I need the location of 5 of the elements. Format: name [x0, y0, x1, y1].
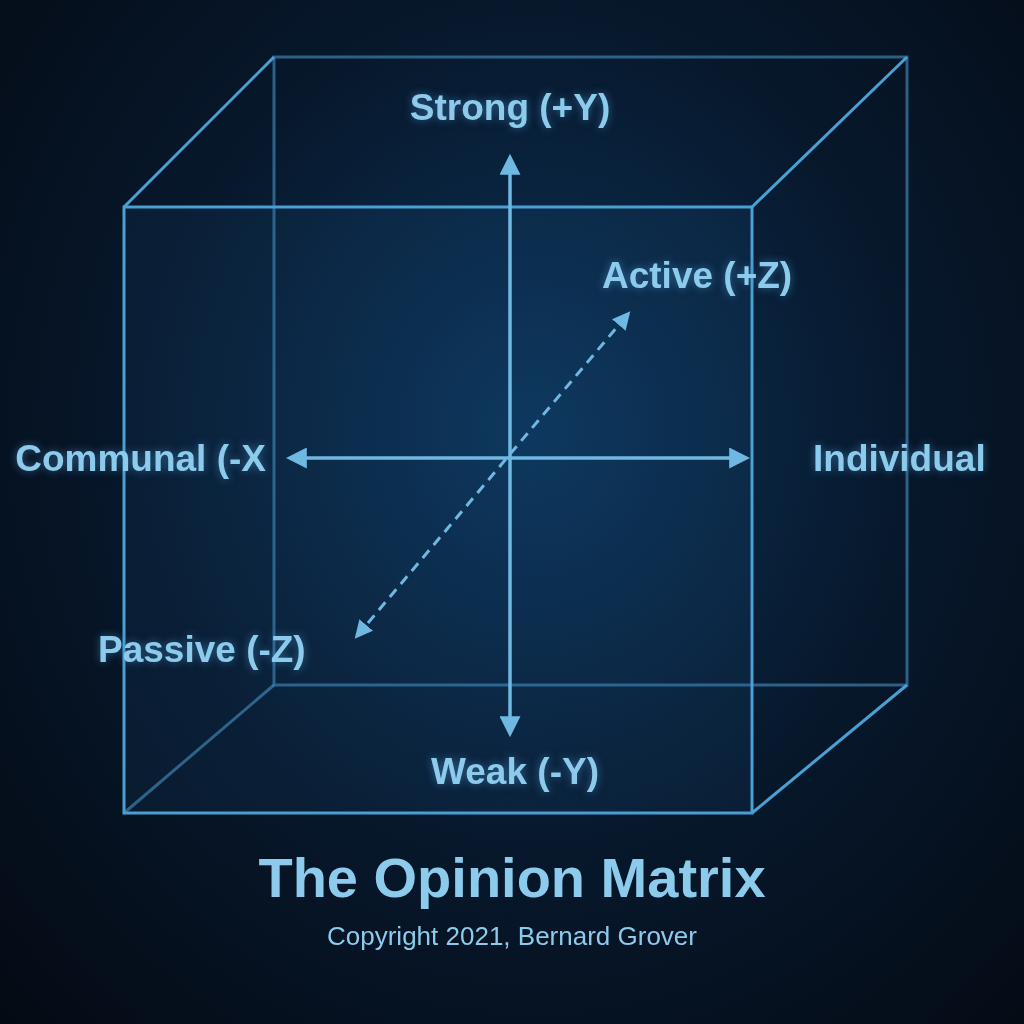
caption: Copyright 2021, Bernard Grover	[327, 921, 697, 952]
axis-label: Strong (+Y)	[409, 87, 611, 129]
axis-label: Individual	[813, 438, 986, 480]
title: The Opinion Matrix	[258, 845, 766, 910]
axis-label: Weak (-Y)	[431, 751, 599, 793]
